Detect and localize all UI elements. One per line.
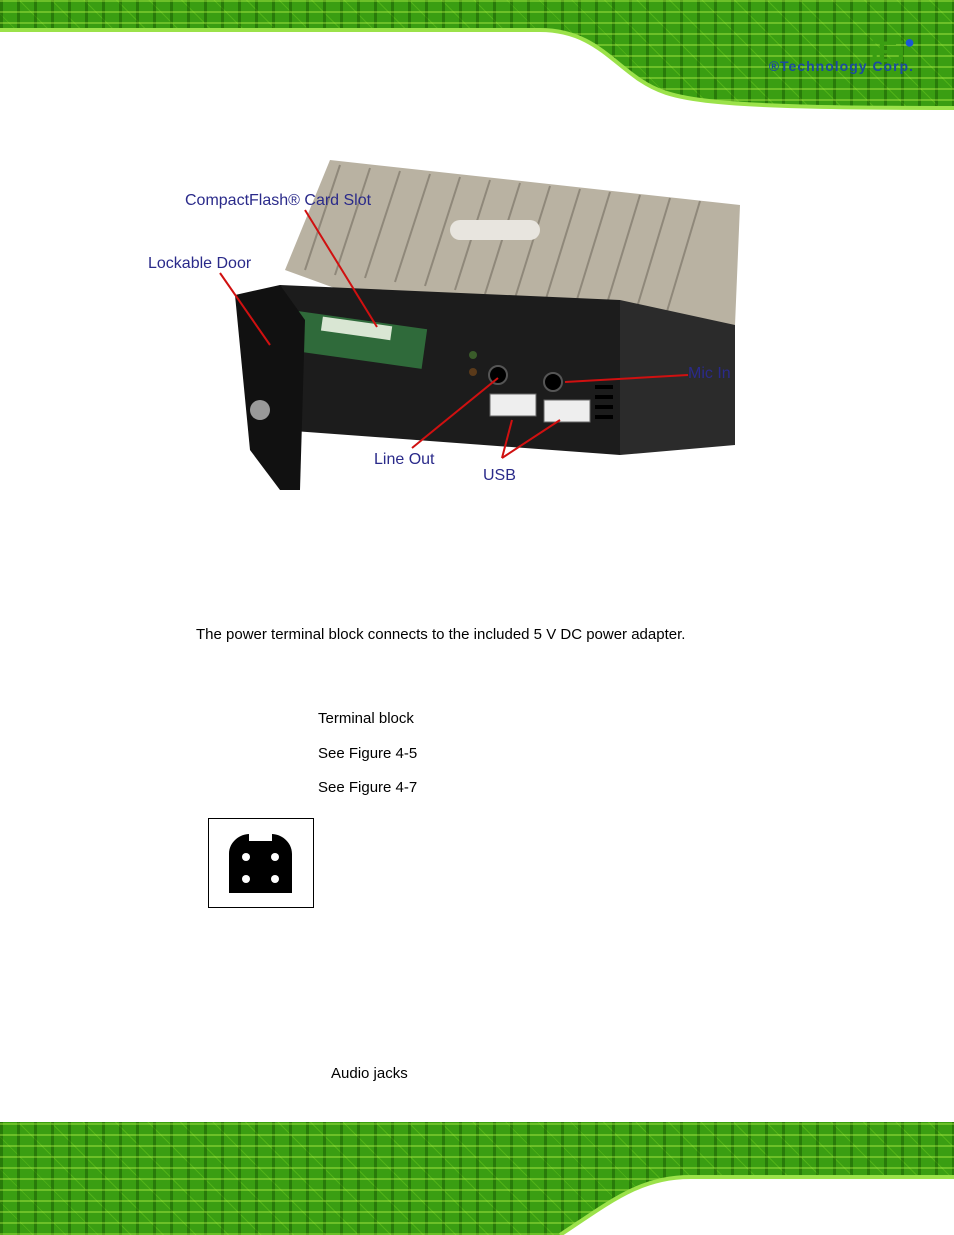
callout-line-out: Line Out — [374, 451, 435, 468]
lockable-door — [235, 285, 305, 490]
heatsink-badge — [450, 220, 540, 240]
company-logo: iEi● — [870, 32, 915, 69]
header-swoosh — [0, 28, 954, 112]
product-front-panel-figure: CompactFlash® Card Slot Lockable Door Mi… — [148, 160, 740, 490]
footer-swoosh — [558, 1175, 954, 1235]
header-banner: iEi● ®Technology Corp. — [0, 0, 954, 112]
power-led — [469, 351, 477, 359]
hdd-led — [469, 368, 477, 376]
usb-port-2 — [543, 399, 591, 423]
callout-lockable-door: Lockable Door — [148, 255, 252, 272]
door-lock — [250, 400, 270, 420]
callout-mic-in: Mic In — [688, 365, 731, 382]
usb-port-1 — [489, 393, 537, 417]
audio-jacks-label: Audio jacks — [331, 1065, 408, 1082]
power-connector-icon — [229, 834, 292, 893]
pinout-reference: See Figure 4-7 — [318, 779, 418, 796]
power-description: The power terminal block connects to the… — [196, 626, 686, 643]
power-connector-diagram — [208, 818, 314, 908]
side-vents — [595, 385, 613, 419]
line-out-jack — [488, 365, 508, 385]
callout-usb: USB — [483, 467, 516, 484]
company-name: ®Technology Corp. — [768, 58, 914, 74]
footer-banner — [0, 1122, 954, 1235]
chassis-side — [620, 300, 735, 455]
connector-type-value: Terminal block — [318, 710, 414, 727]
chassis-front — [280, 285, 620, 455]
heatsink — [285, 160, 740, 330]
callout-cf-slot: CompactFlash® Card Slot — [185, 192, 372, 209]
mic-in-jack — [543, 372, 563, 392]
location-reference: See Figure 4-5 — [318, 745, 418, 762]
